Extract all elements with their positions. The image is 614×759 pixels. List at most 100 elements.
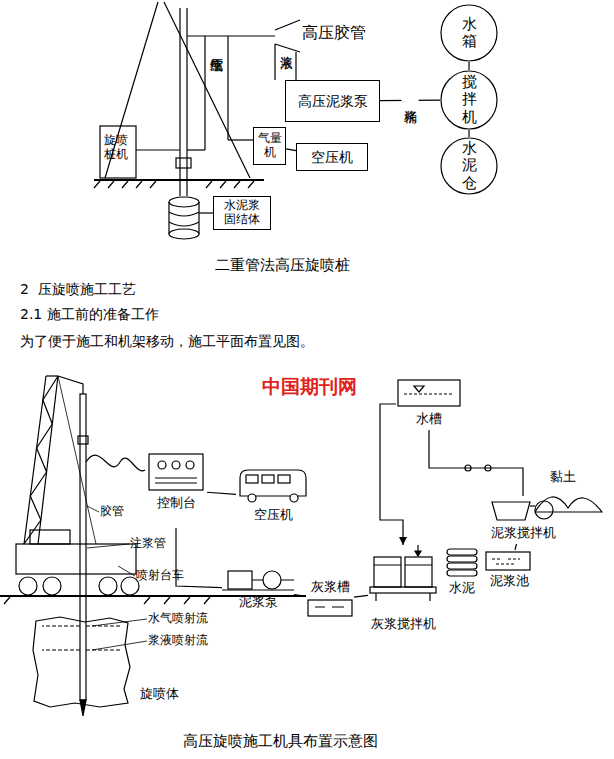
node-label: 搅拌机	[461, 74, 477, 126]
compressor-truck-art	[290, 494, 298, 502]
node-label: 泥浆搅拌机	[488, 526, 558, 541]
slurry-hose	[187, 35, 275, 36]
text-holder: 水槽	[396, 412, 462, 427]
pipe-connector	[176, 528, 222, 588]
text-holder: 泥浆泵	[222, 595, 294, 610]
node-label: 水泥	[444, 581, 480, 596]
crane	[99, 577, 117, 595]
silo-circle-art	[441, 138, 497, 194]
clay-mounds	[535, 497, 602, 512]
text-holder: 气量机	[254, 128, 285, 164]
air-pipe	[228, 139, 253, 140]
text-holder: 泥浆池	[484, 574, 534, 589]
mud-pit: 泥浆池	[484, 550, 534, 594]
jet-streams	[86, 625, 122, 626]
hose-label: 高压胶管	[302, 24, 366, 42]
rig-frame	[105, 2, 158, 178]
part-label: 注浆管	[130, 537, 166, 551]
pump-box: 高压泥浆泵	[285, 80, 380, 122]
node-label: 气量机	[254, 132, 285, 160]
crane	[24, 376, 58, 544]
tank-circle: 水箱	[440, 4, 498, 62]
rig-frame	[176, 158, 191, 168]
air-pipe	[187, 149, 205, 150]
silo-circle: 水泥仓	[440, 137, 498, 195]
grout-tank-art	[315, 606, 344, 607]
grout-mixer-art	[374, 564, 432, 565]
crane	[19, 577, 37, 595]
text-holder: 空压机	[236, 508, 310, 523]
figure-caption: 二重管法高压旋喷桩	[215, 257, 350, 274]
crane	[24, 376, 46, 544]
cement-bags: 水泥	[444, 545, 480, 603]
cement-bags-art	[447, 556, 477, 562]
node-label: 水泥仓	[461, 140, 477, 192]
crane	[58, 376, 83, 394]
text-holder: 水泥	[444, 581, 480, 596]
node-label: 旋喷体	[138, 687, 180, 702]
jet-streams	[42, 625, 80, 626]
watermark: 中国期刊网	[262, 376, 357, 398]
air-meter-box: 气量机	[253, 127, 286, 165]
water-tank-art	[404, 393, 454, 394]
grout-column	[169, 229, 199, 239]
figure-caption: 高压旋喷施工机具布置示意图	[183, 733, 378, 750]
drill-pipe	[78, 436, 88, 444]
crane	[16, 544, 136, 574]
text-holder: 控制台	[145, 496, 207, 511]
text-holder: 空压机	[297, 144, 367, 170]
node-label: 空压机	[236, 508, 310, 523]
slurry-pump-art	[263, 571, 281, 589]
grout-column	[169, 197, 213, 239]
control-panel-art	[155, 478, 197, 483]
grout-mixer: 灰浆搅拌机	[368, 545, 438, 637]
mud-pit-art	[492, 559, 520, 564]
mud-mixer-art	[535, 501, 553, 519]
text-holder: 灰浆槽	[306, 580, 354, 595]
subsection-heading: 2.1 施工前的准备工作	[20, 306, 159, 322]
crane	[46, 375, 58, 376]
part-label: 胶管	[100, 505, 124, 519]
edge-label: 浆桶	[402, 99, 419, 101]
compressor-truck-art	[246, 475, 258, 483]
slurry-pump-art	[252, 579, 294, 580]
rig-frame	[94, 179, 264, 181]
part-label: 水气喷射流	[148, 612, 208, 626]
grout-tank: 灰浆槽	[306, 580, 354, 620]
slurry-pump-art	[228, 571, 252, 589]
text-holder: 水泥仓	[440, 137, 498, 195]
rig-frame	[94, 181, 254, 188]
control-panel-art	[158, 461, 166, 469]
control-panel-art	[149, 454, 203, 490]
air-pipe	[227, 36, 228, 140]
node-label: 水泥浆固结体	[222, 199, 262, 227]
jet-grout-body: 旋喷体	[30, 615, 180, 710]
water-valves	[465, 465, 471, 471]
mud-pit-art	[486, 552, 530, 570]
crane	[30, 530, 70, 544]
node-label: 泥浆泵	[222, 595, 294, 610]
leader-lines	[92, 641, 147, 650]
mud-mixer: 泥浆搅拌机	[488, 496, 558, 544]
jet-streams	[42, 626, 122, 650]
compressor-box: 空压机	[296, 143, 368, 171]
slurry-hose	[275, 20, 300, 52]
compressor-truck-art	[248, 494, 256, 502]
compressor-truck-art	[278, 475, 290, 483]
node-label: 水箱	[461, 16, 477, 51]
grout-box: 水泥浆固结体	[213, 196, 271, 230]
control-panel-art	[186, 461, 194, 469]
text-holder: 泥浆搅拌机	[488, 526, 558, 541]
leader-lines	[87, 506, 99, 512]
node-label: 泥浆池	[484, 574, 534, 589]
water-valves	[485, 465, 491, 471]
node-label: 空压机	[311, 149, 353, 165]
pipe-connector	[468, 62, 469, 70]
cement-bags-art	[447, 563, 477, 569]
body-text: 为了便于施工和机架移动，施工平面布置见图。	[20, 333, 314, 349]
mud-mixer-art	[492, 502, 530, 520]
ground-line	[4, 597, 210, 604]
rig-frame	[94, 2, 264, 196]
